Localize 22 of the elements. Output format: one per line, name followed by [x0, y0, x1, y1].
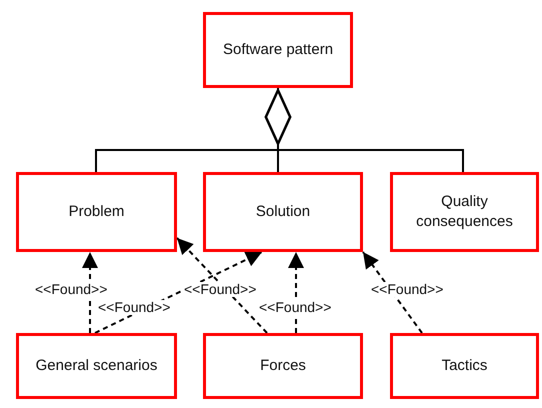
- dashed-arrow: [362, 251, 423, 334]
- box-label: Software pattern: [222, 40, 334, 60]
- aggregation-line: [264, 88, 464, 172]
- dashed-arrow: [176, 237, 268, 334]
- box-label: Problem: [68, 202, 126, 222]
- process-box: [390, 333, 539, 399]
- box-label: Forces: [259, 356, 307, 376]
- edge-label: <<Found>>: [97, 300, 172, 316]
- box-label: General scenarios: [34, 356, 158, 376]
- box-label: Solution: [254, 202, 312, 222]
- edge-label: <<Found>>: [183, 282, 258, 298]
- process-box: [203, 333, 363, 399]
- process-box: [203, 172, 363, 252]
- edge-label: <<Found>>: [34, 282, 108, 298]
- box-label: Quality consequences: [415, 192, 514, 232]
- process-box: [16, 172, 177, 252]
- edge-label: <<Found>>: [258, 300, 332, 316]
- process-box: [16, 333, 177, 399]
- edge-label: <<Found>>: [370, 282, 444, 298]
- box-label: Tactics: [440, 356, 488, 376]
- process-box: [390, 172, 539, 252]
- process-box: [203, 12, 353, 88]
